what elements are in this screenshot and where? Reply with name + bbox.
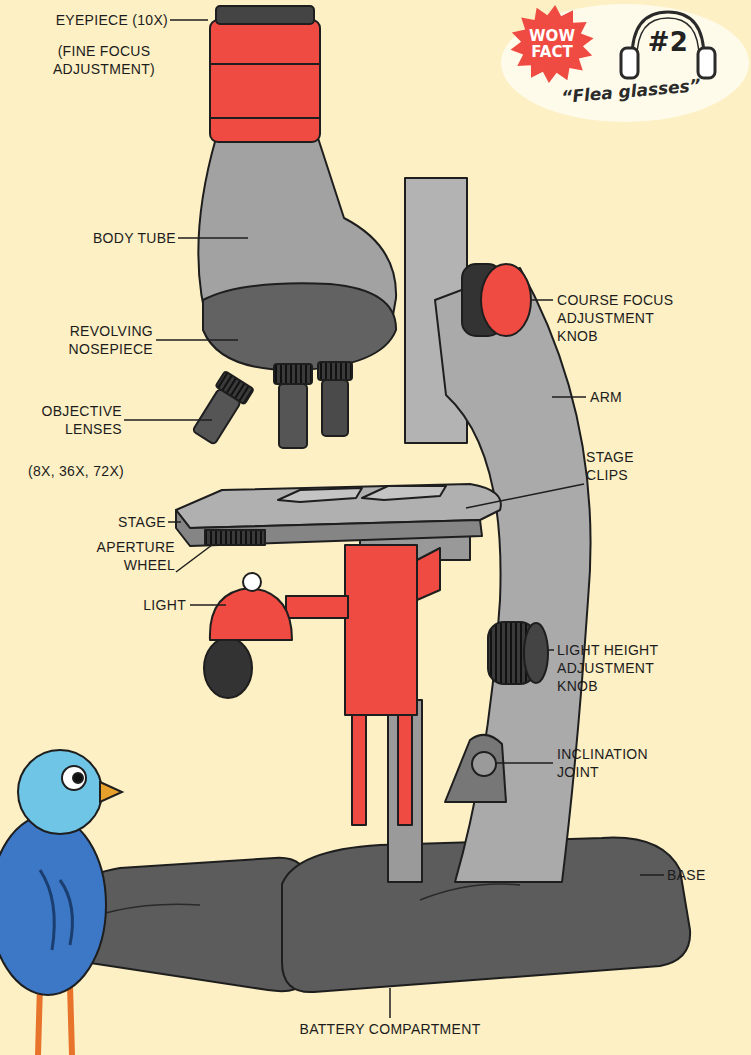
leader-line bbox=[168, 521, 181, 523]
part-label: BODY TUBE bbox=[26, 229, 176, 247]
headphones bbox=[621, 12, 715, 78]
bird-head bbox=[18, 750, 102, 834]
light-head bbox=[210, 588, 292, 640]
leader-line bbox=[548, 649, 554, 651]
light-arm bbox=[286, 596, 348, 618]
eyepiece-ridge bbox=[210, 117, 320, 119]
magnification-note: (8X, 36X, 72X) bbox=[0, 462, 124, 480]
leader-line bbox=[389, 988, 391, 1018]
bird-feathers bbox=[40, 870, 72, 950]
body-tube bbox=[198, 138, 396, 332]
part-label: EYEPIECE (10X) bbox=[18, 11, 168, 29]
bird-beak bbox=[100, 782, 122, 802]
part-label: STAGE CLIPS bbox=[586, 448, 656, 484]
objective-lens bbox=[318, 362, 352, 436]
arm-block bbox=[405, 178, 467, 443]
leader-line bbox=[156, 339, 238, 341]
leader-line bbox=[190, 604, 226, 606]
stage-edge bbox=[176, 510, 482, 546]
part-label: OBJECTIVE LENSES bbox=[20, 402, 122, 438]
stage-clip bbox=[278, 488, 362, 502]
light-bracket bbox=[417, 548, 440, 600]
leader-line bbox=[552, 396, 586, 398]
stage-support bbox=[360, 530, 470, 560]
light-height-knob bbox=[488, 622, 536, 684]
microscope bbox=[52, 6, 690, 992]
bird-leg bbox=[38, 985, 40, 1055]
stage-clip bbox=[362, 486, 446, 500]
light-column bbox=[345, 545, 417, 715]
lower-column bbox=[388, 700, 422, 882]
burst-outline bbox=[510, 5, 593, 83]
focus-knob-face bbox=[481, 264, 531, 336]
knob bbox=[204, 638, 252, 698]
light-bulb bbox=[243, 573, 261, 591]
leader-line bbox=[170, 19, 208, 21]
eyepiece bbox=[210, 20, 320, 142]
aperture-wheel bbox=[205, 530, 265, 545]
headphone-cup bbox=[621, 48, 638, 78]
part-note: (FINE FOCUS ADJUSTMENT) bbox=[44, 42, 164, 78]
eyepiece-ridge bbox=[210, 63, 320, 65]
leader-line bbox=[178, 237, 248, 239]
light-rod bbox=[398, 715, 412, 825]
wow-fact-burst: WOW FACT bbox=[510, 5, 594, 83]
fact-badge: WOW FACT “Flea glasses” bbox=[500, 3, 750, 123]
inclination-joint bbox=[445, 735, 506, 802]
bird bbox=[0, 750, 122, 1055]
part-label: STAGE bbox=[66, 513, 166, 531]
bird-eye bbox=[62, 766, 86, 790]
part-label: COURSE FOCUS ADJUSTMENT KNOB bbox=[557, 291, 692, 345]
part-label: LIGHT bbox=[86, 596, 186, 614]
leader-line bbox=[466, 484, 584, 508]
oval-outline bbox=[501, 4, 749, 122]
part-label: BATTERY COMPARTMENT bbox=[200, 1020, 580, 1038]
fact-title: “Flea glasses” bbox=[535, 73, 726, 109]
part-label: ARM bbox=[590, 388, 670, 406]
stage bbox=[176, 484, 501, 528]
base-crease bbox=[420, 884, 520, 900]
part-label: REVOLVING NOSEPIECE bbox=[48, 322, 153, 358]
bird-pupil bbox=[73, 773, 83, 783]
headphone-cup bbox=[698, 48, 715, 78]
base-crease bbox=[60, 904, 200, 930]
leader-line bbox=[640, 874, 664, 876]
leader-line bbox=[496, 762, 553, 764]
revolving-nosepiece bbox=[203, 283, 396, 370]
bird-leg bbox=[70, 985, 72, 1055]
part-label: APERTURE WHEEL bbox=[75, 538, 175, 574]
badge-text: WOW FACT bbox=[522, 28, 582, 60]
leader-line bbox=[124, 419, 212, 421]
objective-lens bbox=[189, 371, 254, 447]
light-height-knob-face bbox=[524, 623, 548, 683]
focus-knob-side bbox=[462, 264, 502, 336]
base-left-foot bbox=[52, 858, 308, 991]
eyepiece-cap bbox=[216, 6, 314, 24]
light-rod bbox=[352, 715, 366, 825]
leader-lines bbox=[124, 20, 664, 1018]
headphone-band bbox=[632, 12, 704, 58]
bird-body bbox=[0, 815, 106, 995]
inclination-pivot bbox=[472, 752, 496, 776]
fact-number: #2 bbox=[644, 27, 692, 57]
headphone-band-inner bbox=[637, 18, 699, 58]
burst-shape bbox=[510, 5, 594, 83]
oval-shape bbox=[500, 3, 750, 123]
part-label: INCLINATION JOINT bbox=[557, 745, 672, 781]
base-right-foot bbox=[282, 838, 690, 993]
leader-line bbox=[176, 545, 212, 572]
arm bbox=[435, 268, 591, 882]
part-label: LIGHT HEIGHT ADJUSTMENT KNOB bbox=[557, 641, 692, 695]
part-label: BASE bbox=[667, 866, 737, 884]
objective-lens bbox=[274, 364, 312, 448]
leader-line bbox=[532, 299, 553, 301]
